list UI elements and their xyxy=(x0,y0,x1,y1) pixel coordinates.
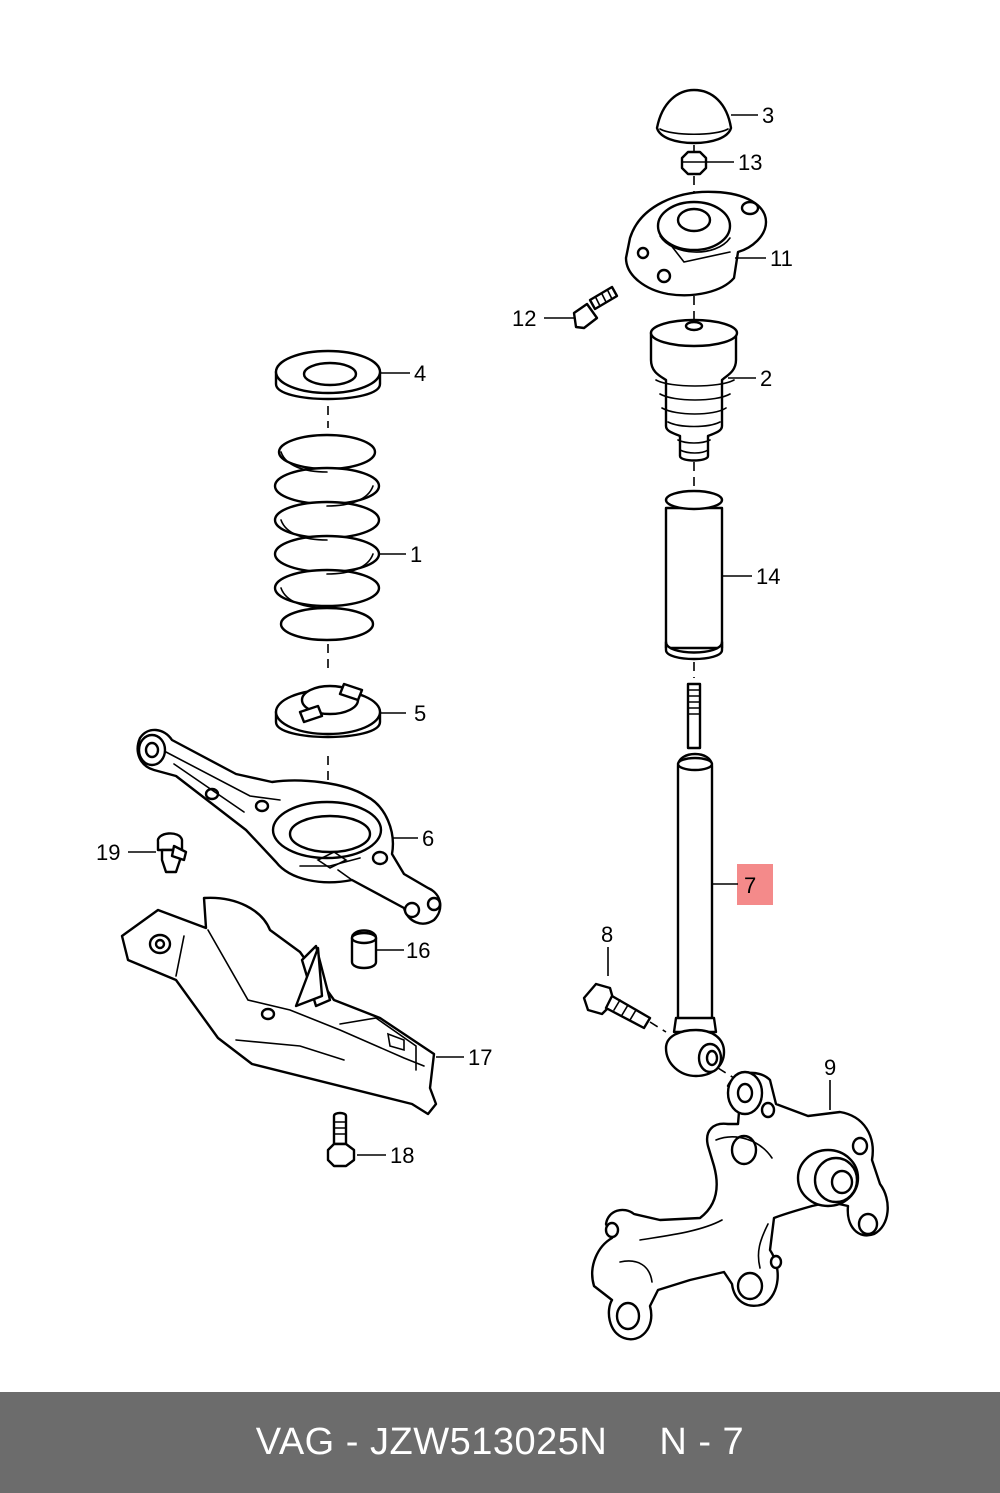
callout-13: 13 xyxy=(738,150,762,175)
part-6-lower-control-arm xyxy=(136,728,442,925)
callout-7-highlight xyxy=(737,864,773,905)
callout-6: 6 xyxy=(422,826,434,851)
callout-18: 18 xyxy=(390,1143,414,1168)
part-17-underbody-cover xyxy=(120,896,464,1116)
part-12-bolt xyxy=(544,285,619,330)
callout-3: 3 xyxy=(762,103,774,128)
part-info-footer: VAG - JZW513025N N - 7 xyxy=(0,1392,1000,1493)
callout-1: 1 xyxy=(410,542,422,567)
part-11-strut-mount xyxy=(624,190,768,297)
brand-separator: - xyxy=(345,1421,359,1463)
part-18-bolt xyxy=(326,1111,386,1168)
brand-label: VAG xyxy=(255,1421,335,1463)
callout-2: 2 xyxy=(760,366,772,391)
callout-17: 17 xyxy=(468,1045,492,1070)
position-label: N - 7 xyxy=(659,1421,745,1463)
part-4-upper-spring-seat xyxy=(274,349,410,428)
part-14-dust-boot xyxy=(664,462,752,661)
callout-14: 14 xyxy=(756,564,780,589)
part-1-coil-spring xyxy=(273,433,406,642)
part-19-clip xyxy=(128,832,188,874)
part-7-shock-absorber xyxy=(664,662,773,1078)
part-16-sleeve xyxy=(350,929,404,970)
part-2-bump-stop xyxy=(649,296,756,462)
suspension-exploded-diagram: 3 13 11 12 2 14 7 8 9 4 1 5 6 19 16 17 1… xyxy=(96,88,889,1341)
part-8-bolt xyxy=(582,947,667,1033)
callout-11: 11 xyxy=(770,246,793,271)
callout-8: 8 xyxy=(601,922,613,947)
part-number: JZW513025N xyxy=(370,1421,608,1463)
callout-19: 19 xyxy=(96,840,120,865)
part-3-cap xyxy=(655,88,758,145)
part-9-wheel-bearing-housing xyxy=(591,1067,889,1341)
callout-9: 9 xyxy=(824,1055,836,1080)
callout-4: 4 xyxy=(414,361,426,386)
callout-12: 12 xyxy=(512,306,536,331)
part-13-nut xyxy=(680,145,734,200)
callout-16: 16 xyxy=(406,938,430,963)
callout-7: 7 xyxy=(744,873,756,898)
part-5-lower-spring-seat xyxy=(274,644,406,739)
callout-5: 5 xyxy=(414,701,426,726)
